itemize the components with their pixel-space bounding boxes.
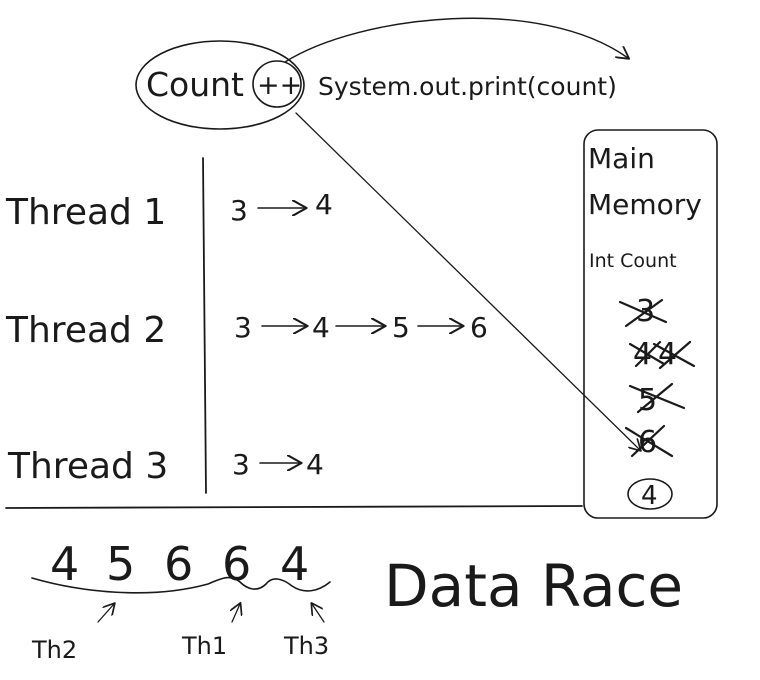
thread-2-value-1: 3 — [234, 311, 252, 344]
attribution-th3: Th3 — [283, 632, 329, 660]
thread-2-value-3: 5 — [392, 311, 410, 344]
thread-2-value-4: 6 — [470, 311, 488, 344]
output-digit-1: 4 — [50, 537, 79, 591]
final-value-circle — [627, 478, 673, 510]
attribution-th1: Th1 — [181, 632, 227, 660]
increment-operator: ++ — [257, 70, 302, 101]
thread-divider-line — [202, 157, 207, 494]
memory-variable-label: Int Count — [589, 250, 677, 272]
strike-mark-6 — [624, 424, 674, 458]
th2-arrow — [97, 604, 114, 623]
final-value: 4 — [641, 481, 658, 511]
print-statement: System.out.print(count) — [318, 72, 617, 101]
thread-2-label: Thread 2 — [5, 310, 166, 351]
main-memory-box — [583, 129, 718, 519]
increment-circle — [252, 60, 302, 108]
thread-1-value-end: 4 — [315, 188, 333, 221]
thread-1-value-start: 3 — [230, 194, 248, 227]
memory-title-line2: Memory — [588, 188, 702, 221]
thread-3-value-end: 4 — [306, 448, 324, 481]
count-ellipse — [135, 40, 305, 130]
output-digit-2: 5 — [106, 537, 135, 591]
output-grouping-brace — [31, 576, 331, 594]
memory-title-line1: Main — [588, 142, 655, 175]
diagram-title: Data Race — [384, 552, 683, 620]
strike-mark-3 — [618, 298, 668, 328]
output-digit-3: 6 — [164, 537, 193, 591]
thread-3-value-start: 3 — [232, 448, 250, 481]
diagonal-arrow-to-memory — [295, 112, 640, 450]
struck-value-5: 5 — [638, 383, 657, 418]
count-label: Count — [146, 65, 244, 104]
attribution-th2: Th2 — [31, 636, 77, 664]
curved-arrow-to-print — [284, 17, 628, 63]
strike-mark-5 — [628, 382, 686, 414]
th3-arrow — [312, 604, 325, 623]
baseline-divider — [5, 505, 583, 509]
strike-mark-4 — [628, 340, 696, 370]
output-digit-4: 6 — [222, 537, 251, 591]
thread-1-label: Thread 1 — [5, 192, 166, 233]
th1-arrow — [232, 604, 240, 623]
thread-2-value-2: 4 — [312, 311, 330, 344]
thread-3-label: Thread 3 — [7, 446, 168, 487]
output-digit-5: 4 — [280, 537, 309, 591]
